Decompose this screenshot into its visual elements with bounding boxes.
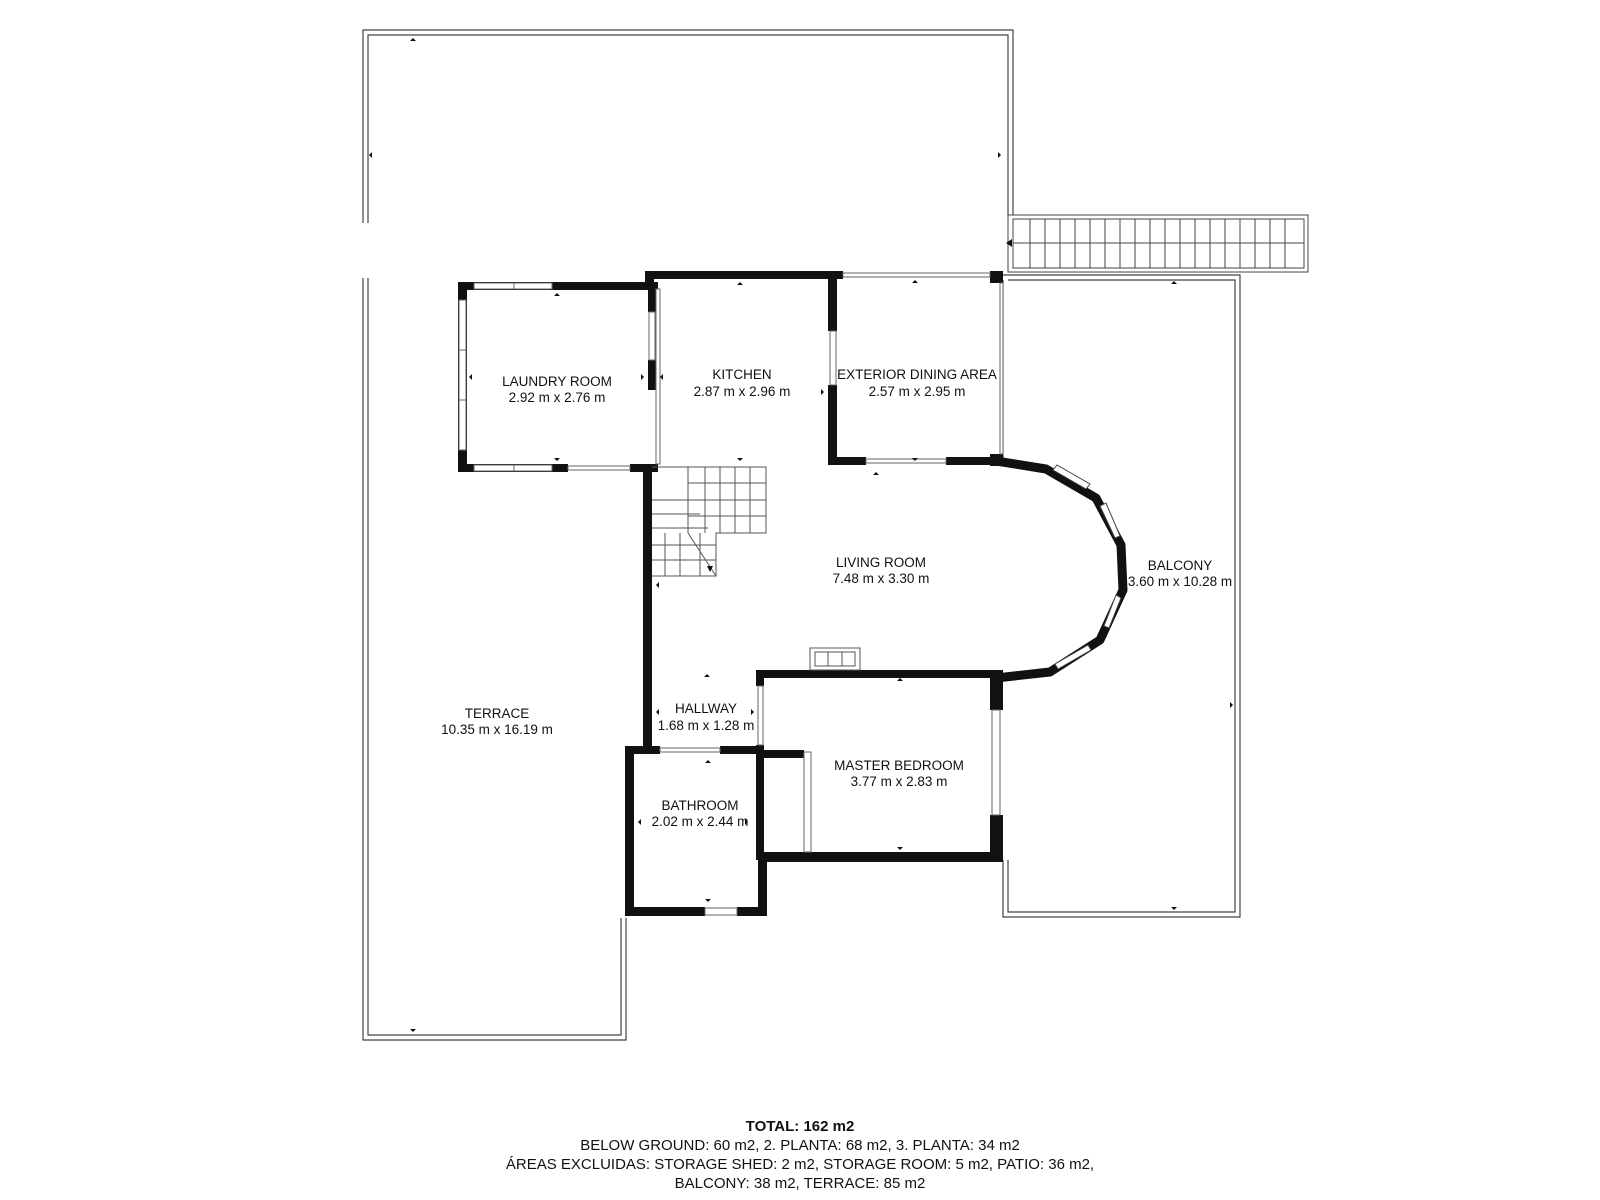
laundry-room-dims: 2.92 m x 2.76 m	[509, 390, 606, 405]
terrace-name: TERRACE	[465, 706, 530, 721]
interior-stairs	[652, 466, 767, 577]
dimension-markers	[369, 38, 1233, 1032]
area-breakdown-line-2: ÁREAS EXCLUIDAS: STORAGE SHED: 2 m2, STO…	[505, 1156, 1095, 1173]
balcony-name: BALCONY	[1148, 558, 1213, 573]
terrace-outline	[362, 29, 1014, 1041]
fireplace-icon	[809, 647, 861, 671]
exterior-dining-dims: 2.57 m x 2.95 m	[869, 384, 966, 399]
windows	[458, 272, 1004, 916]
living-room-name: LIVING ROOM	[836, 555, 926, 570]
hallway-dims: 1.68 m x 1.28 m	[658, 718, 755, 733]
area-breakdown-line-3: BALCONY: 38 m2, TERRACE: 85 m2	[674, 1175, 926, 1192]
master-bedroom-dims: 3.77 m x 2.83 m	[851, 774, 948, 789]
bathroom-dims: 2.02 m x 2.44 m	[652, 814, 749, 829]
bathroom-name: BATHROOM	[662, 798, 739, 813]
balcony-dims: 3.60 m x 10.28 m	[1128, 574, 1232, 589]
terrace-dims: 10.35 m x 16.19 m	[441, 722, 553, 737]
bay-windows	[1052, 464, 1122, 670]
external-stairs	[1007, 214, 1309, 273]
living-room-dims: 7.48 m x 3.30 m	[833, 571, 930, 586]
bay-wall	[995, 456, 1128, 683]
kitchen-name: KITCHEN	[712, 367, 771, 382]
laundry-room-name: LAUNDRY ROOM	[502, 374, 612, 389]
total-area: TOTAL: 162 m2	[745, 1118, 855, 1135]
area-summary: TOTAL: 162 m2 BELOW GROUND: 60 m2, 2. PL…	[0, 1117, 1600, 1193]
exterior-dining-name: EXTERIOR DINING AREA	[837, 367, 997, 382]
master-bedroom-name: MASTER BEDROOM	[834, 758, 964, 773]
hallway-name: HALLWAY	[675, 701, 737, 716]
kitchen-dims: 2.87 m x 2.96 m	[694, 384, 791, 399]
area-breakdown-line-1: BELOW GROUND: 60 m2, 2. PLANTA: 68 m2, 3…	[580, 1137, 1020, 1154]
stair-arrow-icon	[1006, 239, 1012, 247]
